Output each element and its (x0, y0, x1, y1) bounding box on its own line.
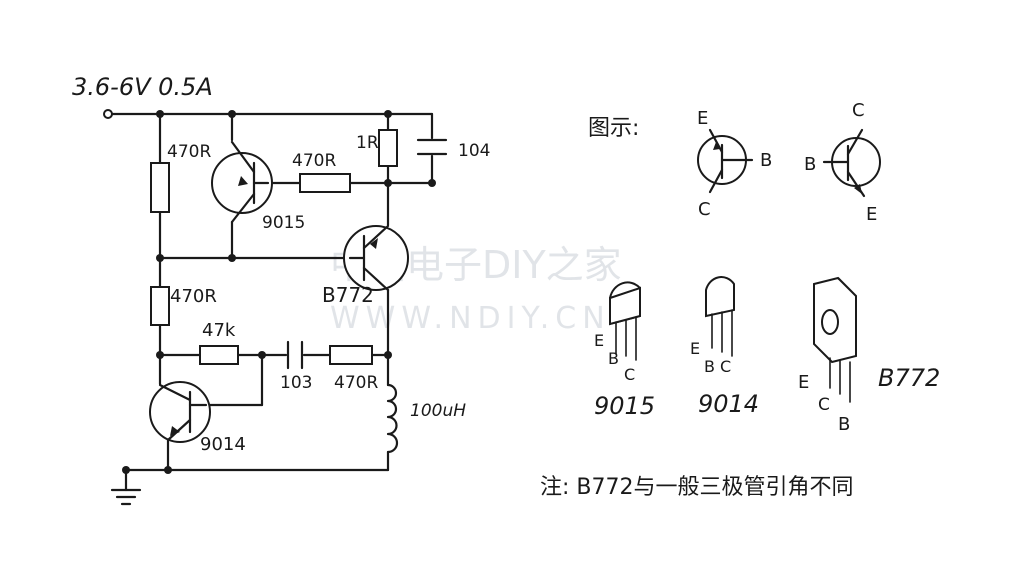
junction-dots (103, 109, 436, 474)
cap1-label: 104 (458, 141, 490, 161)
resistor-r2 (299, 173, 351, 193)
r1-label: 470R (167, 142, 211, 162)
transistor-q3 (149, 381, 211, 443)
resistor-r4 (150, 286, 170, 326)
pkg1-label: 9015 (594, 392, 655, 420)
watermark-url: WWW.NDIY.CN (330, 301, 611, 336)
pkg1-e: E (594, 331, 604, 350)
resistor-r1 (150, 162, 170, 213)
pkg3-b: B (838, 414, 850, 435)
pkg3-c: C (818, 395, 830, 415)
resistor-r3 (378, 129, 398, 167)
r3-label: 1R (356, 133, 379, 153)
inductor-l1 (386, 383, 399, 454)
capacitor-c2 (286, 340, 304, 370)
pkg1-c: C (624, 365, 635, 384)
pkg3-e: E (798, 372, 809, 393)
legend-npn-c: C (852, 100, 865, 121)
package-9014-icon (705, 276, 735, 357)
supply-label: 3.6-6V 0.5A (72, 73, 213, 101)
legend-npn-symbol (822, 128, 881, 198)
pkg2-label: 9014 (698, 390, 759, 418)
legend-pnp-c: C (698, 199, 711, 220)
r6-label: 470R (334, 373, 378, 393)
legend-pnp-symbol (697, 128, 754, 194)
transistor-q1 (211, 140, 273, 224)
resistor-r5 (199, 345, 239, 365)
legend-pnp-b: B (760, 150, 772, 171)
l1-label: 100uH (410, 401, 466, 421)
legend-pnp-e: E (697, 108, 708, 129)
r2-label: 470R (292, 151, 336, 171)
pkg2-b: B (704, 357, 715, 376)
pkg3-label: B772 (878, 364, 940, 392)
resistor-r6 (329, 345, 373, 365)
pkg1-b: B (608, 349, 619, 368)
capacitor-c1 (416, 138, 448, 156)
note-text: 注: B772与一般三极管引角不同 (540, 475, 854, 500)
legend-npn-e: E (866, 204, 877, 225)
r4-label: 470R (170, 286, 217, 307)
legend-npn-b: B (804, 154, 816, 175)
pkg2-e: E (690, 339, 700, 358)
package-b772-icon (813, 276, 857, 403)
pkg2-c: C (720, 357, 731, 376)
ground-icon (110, 488, 142, 506)
q1-label: 9015 (262, 213, 305, 233)
q3-label: 9014 (200, 434, 246, 455)
package-9015-icon (609, 281, 641, 361)
r5-label: 47k (202, 320, 236, 341)
q2-label: B772 (322, 283, 374, 307)
legend-title: 图示: (588, 116, 639, 141)
transistor-q2 (343, 224, 409, 292)
cap2-label: 103 (280, 373, 312, 393)
